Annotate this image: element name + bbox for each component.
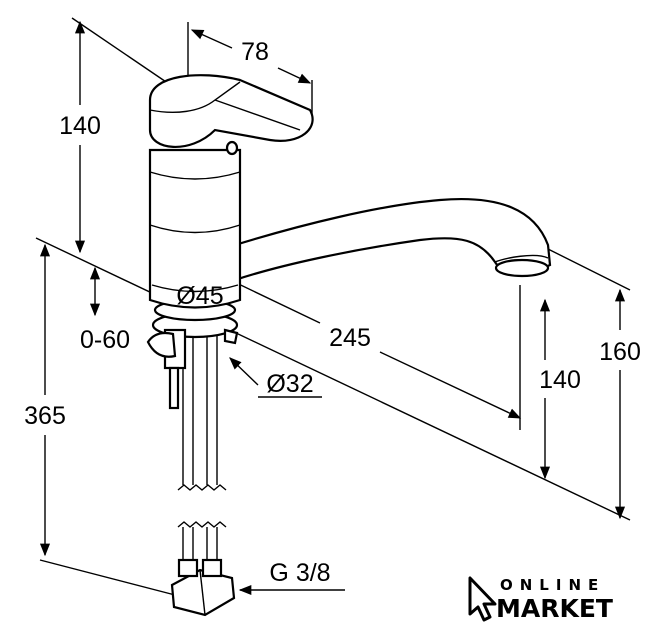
logo-line2: MARKET bbox=[496, 594, 613, 623]
dim-hose-length: 365 bbox=[24, 402, 66, 430]
dim-handle-width: 78 bbox=[241, 38, 269, 66]
dim-spout-reach: 245 bbox=[329, 324, 371, 352]
faucet-body bbox=[146, 74, 552, 617]
dim-body-height: 140 bbox=[59, 112, 101, 140]
logo-line1: ONLINE bbox=[500, 576, 605, 594]
extension-lines bbox=[35, 17, 631, 596]
dim-mount-range: 0-60 bbox=[80, 326, 130, 354]
dim-total-height: 160 bbox=[599, 338, 641, 366]
dimension-arrows bbox=[39, 20, 626, 596]
dim-spout-height: 140 bbox=[539, 366, 581, 394]
online-market-logo: ONLINE MARKET bbox=[468, 576, 613, 623]
dim-connection: G 3/8 bbox=[269, 559, 330, 587]
dim-body-diameter: Ø45 bbox=[176, 282, 223, 310]
cursor-icon bbox=[468, 576, 497, 622]
dim-hole-diameter: Ø32 bbox=[266, 370, 313, 398]
